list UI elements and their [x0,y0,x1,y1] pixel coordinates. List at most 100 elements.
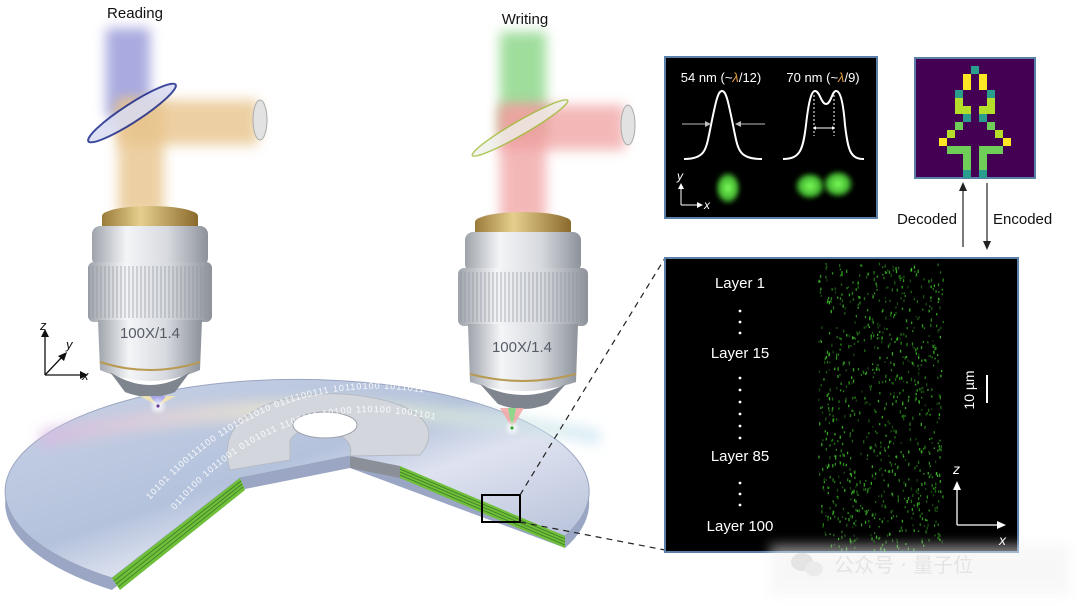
fluorescent-bit [890,368,893,372]
fluorescent-bit [867,272,869,276]
fluorescent-bit [937,474,939,477]
fluorescent-bit [832,510,835,514]
fluorescent-bit [869,446,871,450]
fluorescent-bit [832,478,834,482]
fluorescent-bit [839,374,841,376]
fluorescent-bit [924,445,926,449]
single-peak-profile [683,89,763,160]
fluorescent-bit [888,440,891,444]
watermark: 公众号 · 量子位 [770,545,1070,595]
fluorescent-bit [896,541,898,544]
fluorescent-bit [940,490,942,494]
fluorescent-bit [871,513,873,517]
fluorescent-bit [903,299,905,303]
fluorescent-bit [847,512,849,515]
fluorescent-bit [824,531,826,535]
fluorescent-bit [850,473,852,477]
fluorescent-bit [853,342,856,346]
fluorescent-bit [848,362,850,366]
fluorescent-bit [829,361,831,364]
fluorescent-bit [840,337,842,341]
fluorescent-bit [887,269,889,272]
fluorescent-bit [831,408,833,413]
fluorescent-bit [828,369,830,371]
fluorescent-bit [832,418,835,421]
fluorescent-bit [823,477,825,481]
fluorescent-bit [927,341,929,344]
fluorescent-bit [818,370,820,373]
fluorescent-bit [841,293,843,296]
fluorescent-bit [920,390,923,394]
fluorescent-bit [852,379,855,383]
glyph-pixel [939,138,947,146]
fluorescent-bit [922,386,924,389]
fluorescent-bit [896,467,899,470]
fluorescent-bit [871,317,874,322]
fluorescent-bit [925,518,927,521]
fluorescent-bit [825,266,827,270]
fluorescent-bit [917,269,919,274]
fluorescent-bit [931,388,933,392]
fluorescent-bit [921,538,923,540]
fluorescent-bit [873,292,876,295]
fluorescent-bit [845,369,847,372]
fluorescent-bit [908,478,910,481]
fluorescent-bit [864,397,866,400]
fluorescent-bit [851,439,854,443]
fluorescent-bit [839,264,841,267]
fluorescent-bit [865,373,867,376]
fluorescent-bit [891,517,893,520]
fluorescent-bit [874,532,876,534]
fluorescent-bit [907,370,910,374]
fluorescent-bit [866,454,869,457]
fluorescent-bit [925,383,928,387]
fluorescent-bit [890,273,892,278]
fluorescent-bit [906,327,908,330]
fluorescent-bit [854,476,856,479]
fluorescent-bit [855,288,857,291]
fluorescent-bit [845,385,848,388]
fluorescent-bit [934,357,936,360]
fluorescent-bit [856,490,858,494]
fluorescent-bit [850,540,852,543]
fluorescent-bit [917,317,919,321]
fluorescent-bit [849,300,851,304]
fluorescent-bit [929,413,931,416]
fluorescent-bit [826,431,829,436]
fluorescent-bit [846,451,849,455]
glyph-pixel [963,162,971,170]
fluorescent-bit [853,410,855,413]
fluorescent-bit [907,359,909,362]
fluorescent-bit [842,453,844,457]
objective-right-label: 100X/1.4 [492,339,552,356]
fluorescent-bit [935,486,937,489]
fluorescent-bit [921,540,923,544]
fluorescent-bit [882,331,884,335]
fluorescent-bit [911,342,914,346]
fluorescent-bit [897,465,899,468]
fluorescent-bit [931,476,934,479]
fluorescent-bit [847,286,850,288]
fluorescent-bit [854,539,856,542]
fluorescent-bit [895,455,897,458]
fluorescent-bit [907,399,910,403]
fluorescent-bit [921,396,923,399]
fluorescent-bit [862,370,864,373]
single-spot-image [714,170,742,206]
fluorescent-bit [870,385,872,389]
fluorescent-bit [855,399,857,402]
fluorescent-bit [934,460,937,464]
fluorescent-bit [924,359,926,361]
fluorescent-bit [876,363,878,366]
glyph-pixel [987,98,995,106]
fluorescent-bit [829,456,831,460]
fluorescent-bit [829,517,832,520]
fluorescent-bit [915,392,917,395]
fluorescent-bit [931,395,933,398]
fluorescent-bit [938,402,940,405]
fluorescent-bit [869,486,871,490]
fluorescent-bit [872,320,874,324]
decoded-arrow-icon [959,182,967,191]
fluorescent-bit [937,297,940,301]
